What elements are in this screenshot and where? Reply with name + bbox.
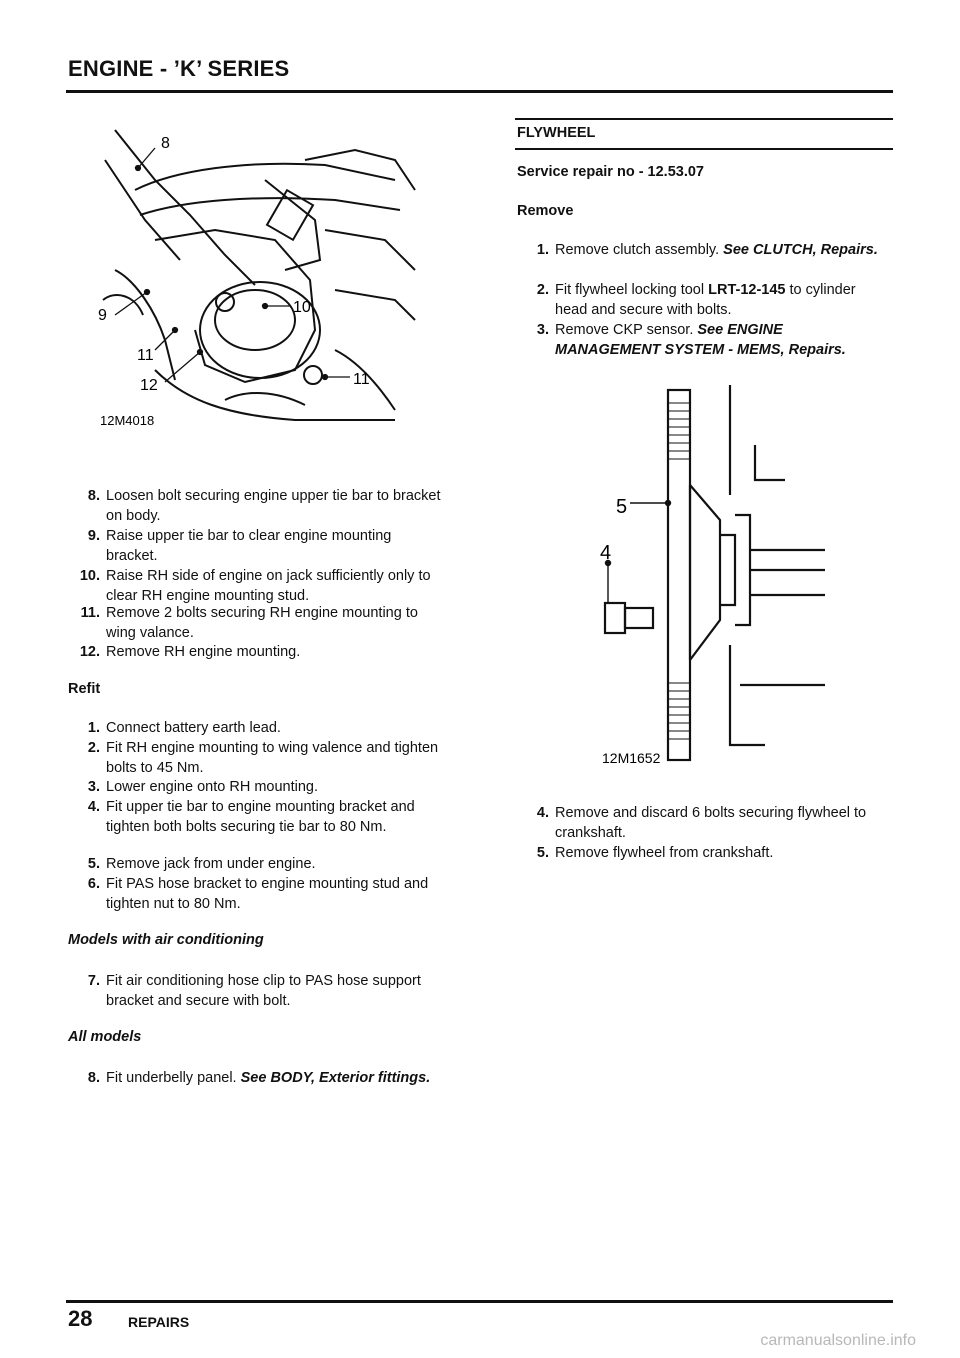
flywheel-figure: 5 4 12M1652 — [600, 385, 825, 765]
callout-10: 10 — [293, 299, 311, 316]
footer-rule — [66, 1300, 893, 1303]
engine-mounting-figure: 8 9 10 11 11 12 12M4018 — [98, 129, 416, 428]
section-rule-bottom — [515, 148, 893, 150]
remove-heading: Remove — [517, 203, 574, 219]
callout-8: 8 — [161, 135, 170, 152]
page-header-title: ENGINE - ’K’ SERIES — [68, 56, 290, 81]
header-rule — [66, 90, 893, 93]
watermark: carmanualsonline.info — [760, 1332, 916, 1349]
callout-9: 9 — [98, 307, 107, 324]
callout-11a: 11 — [137, 347, 154, 364]
footer-label: REPAIRS — [128, 1314, 190, 1330]
callout-5: 5 — [616, 496, 627, 518]
figure-code-left: 12M4018 — [100, 413, 154, 428]
ref-body-exterior[interactable]: See BODY, Exterior fittings. — [240, 1070, 431, 1086]
page-number: 28 — [68, 1306, 93, 1331]
callout-12: 12 — [140, 377, 158, 394]
ref-engine-management[interactable]: See ENGINE MANAGEMENT SYSTEM - MEMS, Rep… — [555, 322, 846, 358]
section-rule-top — [515, 118, 893, 120]
callout-4: 4 — [600, 542, 611, 564]
callout-11b: 11 — [353, 371, 370, 388]
figure-code-right: 12M1652 — [602, 750, 661, 765]
refit-heading: Refit — [68, 681, 101, 697]
ref-clutch-repairs[interactable]: See CLUTCH, Repairs. — [723, 242, 878, 258]
all-models-heading: All models — [68, 1029, 142, 1045]
section-title: FLYWHEEL — [517, 125, 596, 141]
ac-heading: Models with air conditioning — [68, 932, 264, 948]
service-repair-no: Service repair no - 12.53.07 — [517, 164, 704, 180]
tool-code: LRT-12-145 — [708, 282, 786, 298]
